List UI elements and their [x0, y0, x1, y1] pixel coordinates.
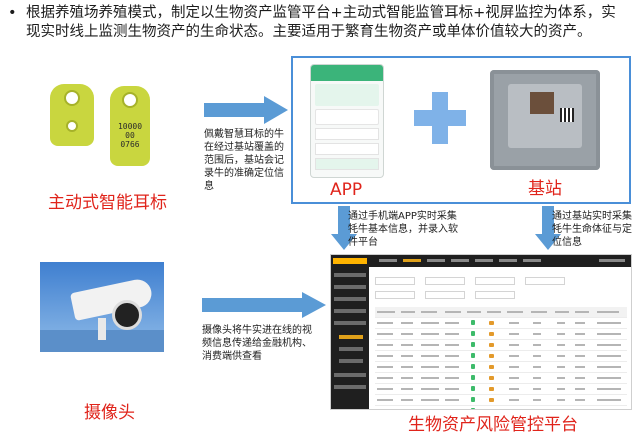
camera-note: 摄像头将牛实进在线的视频信息传递给金融机构、消费端供查看	[202, 325, 312, 362]
ear-tag-image: 10000 00 0766	[48, 84, 158, 174]
ear-tag-note: 佩戴智慧耳标的牛在经过基站覆盖的范围后，基站会记录牛的准确定位信息	[204, 129, 284, 192]
ear-tag-digits: 10000 00 0766	[117, 122, 143, 149]
intro-text: 根据养殖场养殖模式，制定以生物资产监管平台+主动式智能监管耳标+视屏监控为体系，…	[26, 5, 616, 40]
ear-tag-front	[50, 84, 94, 146]
platform-label: 生物资产风险管控平台	[408, 415, 578, 435]
device-group-frame	[291, 56, 631, 204]
camera-wall	[40, 330, 164, 352]
camera-mount	[98, 318, 106, 340]
app-label: APP	[330, 180, 363, 200]
platform-topbar	[369, 255, 631, 267]
platform-table	[375, 307, 627, 409]
plus-icon-horizontal	[414, 110, 466, 126]
base-station-label: 基站	[528, 179, 562, 199]
bullet: •	[8, 5, 17, 21]
arrow-down-icon	[331, 206, 357, 250]
camera-label: 摄像头	[84, 403, 135, 423]
platform-sidebar	[331, 255, 369, 409]
platform-screenshot	[330, 254, 632, 410]
app-screenshot	[310, 64, 384, 178]
arrow-down-icon	[535, 206, 561, 250]
platform-filters	[375, 273, 625, 301]
camera-lens	[112, 300, 142, 330]
arrow-right-icon	[204, 96, 288, 124]
base-station-image	[490, 70, 600, 170]
ear-tag-label: 主动式智能耳标	[48, 193, 167, 213]
ear-tag-back: 10000 00 0766	[110, 86, 150, 166]
app-arrow-note: 通过手机端APP实时采集牦牛基本信息，并录入软件平台	[348, 211, 458, 248]
intro-paragraph: • 根据养殖场养殖模式，制定以生物资产监管平台+主动式智能监管耳标+视屏监控为体…	[8, 4, 628, 42]
arrow-right-icon	[202, 292, 326, 318]
station-arrow-note: 通过基站实时采集牦牛生命体征与定位信息	[552, 211, 632, 248]
